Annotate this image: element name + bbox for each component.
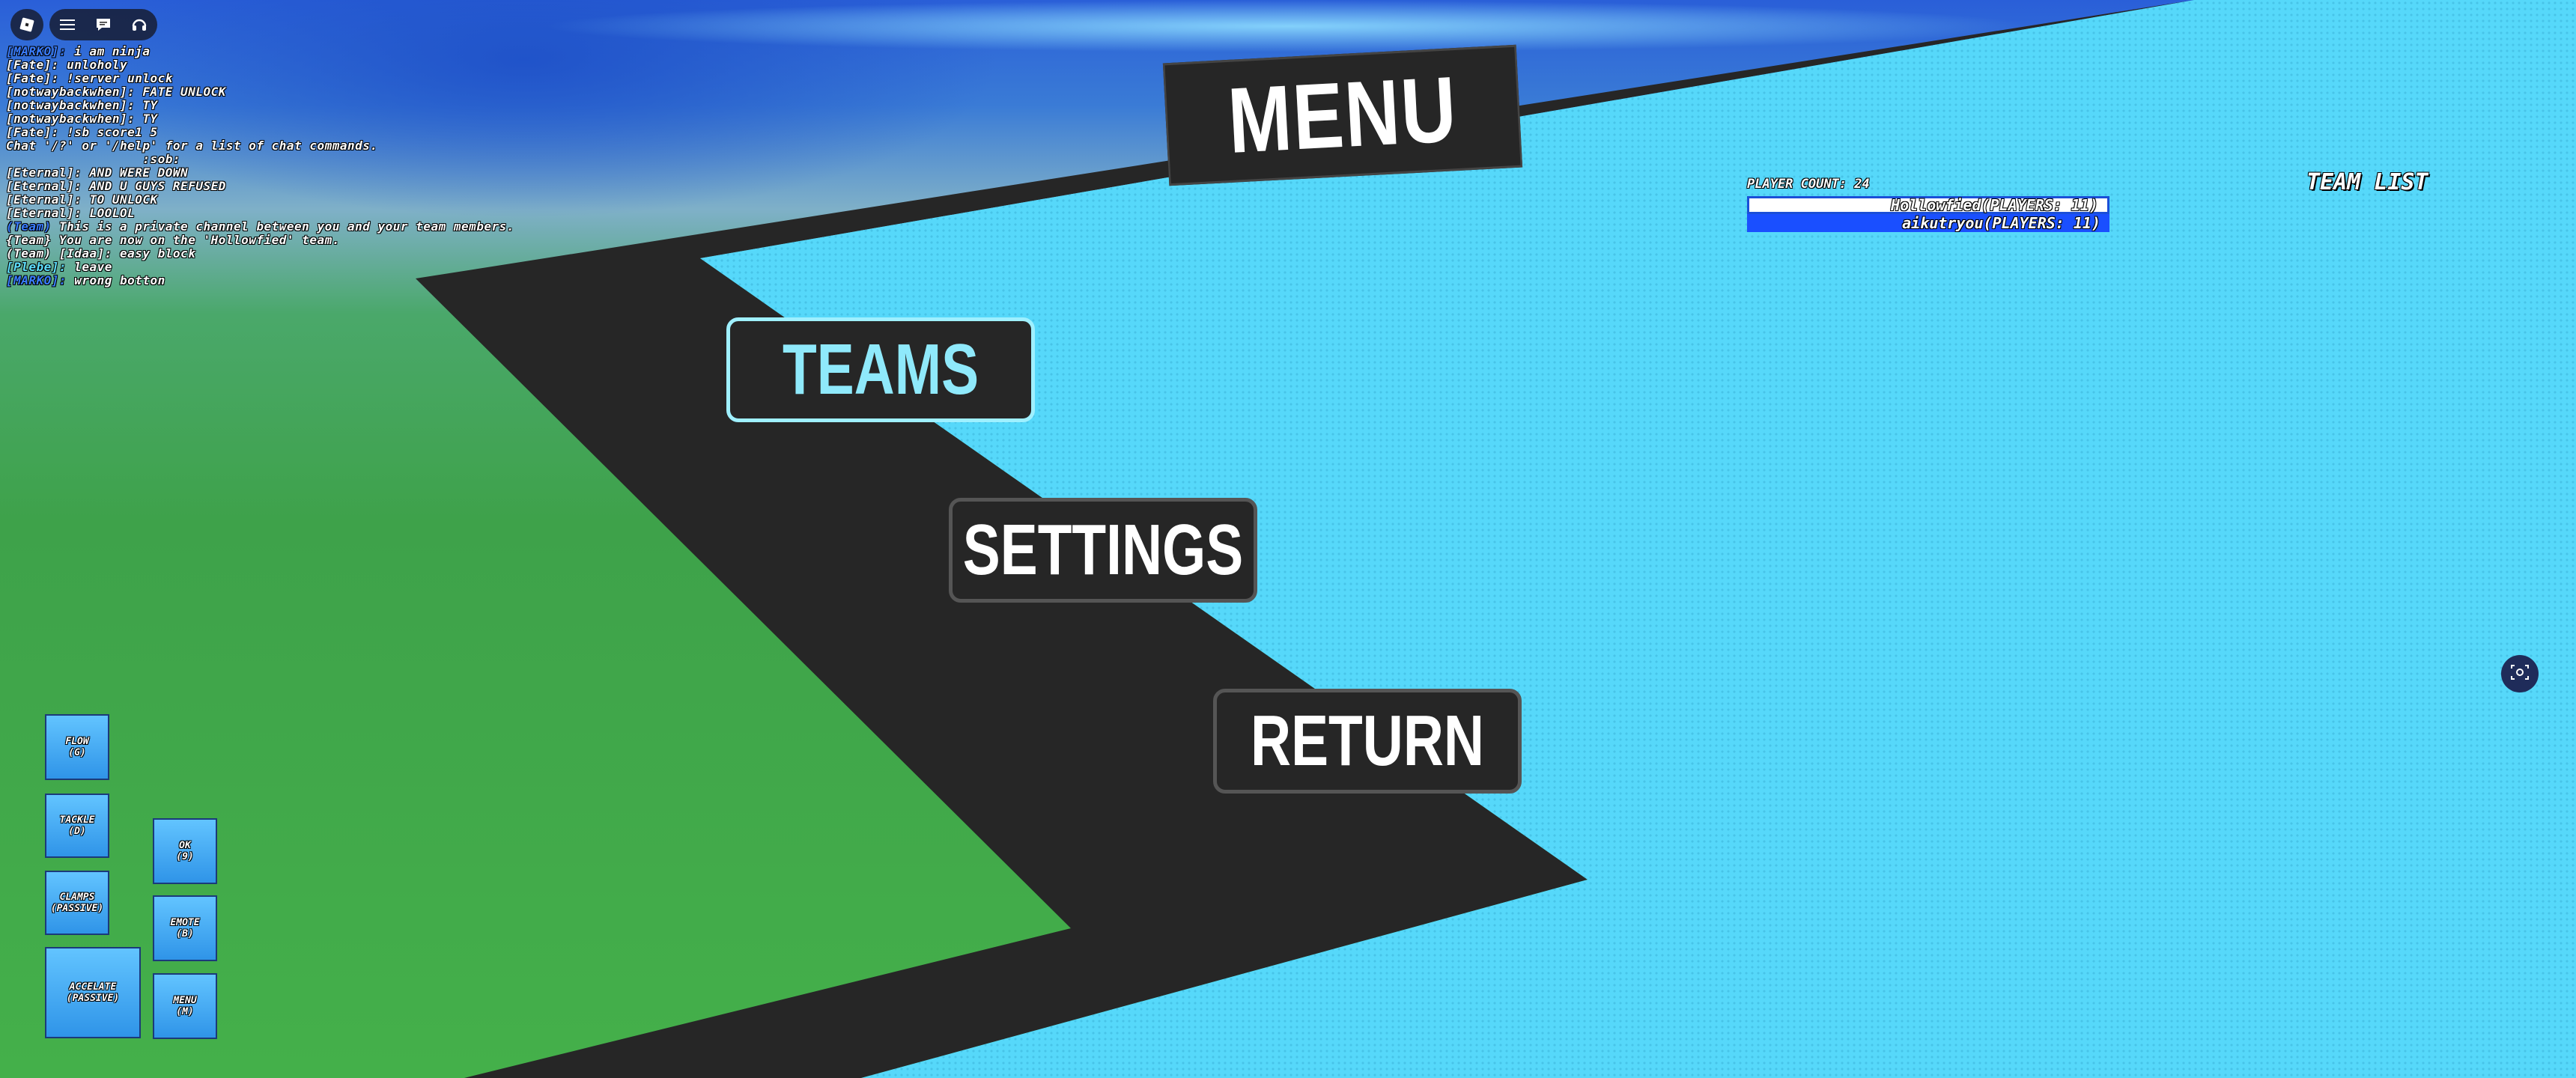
chat-message-text: :sob: [6, 152, 181, 166]
chat-line: (Team) [Idaa]: easy block [6, 247, 680, 261]
chat-sender-name[interactable]: [MARKO]: [6, 44, 67, 58]
chat-message-text: [notwaybackwhen]: TY [6, 98, 158, 112]
chat-line: [Eternal]: TO UNLOCK [6, 193, 680, 207]
chat-message-text: This is a private channel between you an… [51, 219, 514, 234]
chat-sender-name[interactable]: [MARKO]: [6, 273, 67, 287]
screenshot-icon [2510, 664, 2530, 683]
chat-line: [Fate]: !sb score1 5 [6, 126, 680, 139]
settings-button-label: SETTINGS [962, 510, 1244, 590]
chat-message-text: [Eternal]: TO UNLOCK [6, 192, 158, 207]
chat-line: [Eternal]: AND U GUYS REFUSED [6, 180, 680, 193]
ability-clamps-button[interactable]: CLAMPS (PASSIVE) [45, 871, 109, 935]
chat-message-text: i am ninja [67, 44, 151, 58]
chat-line: [Eternal]: AND WERE DOWN [6, 166, 680, 180]
roblox-logo-icon [16, 14, 37, 35]
chat-message-text: leave [67, 260, 112, 274]
chat-message-text: [Eternal]: AND WERE DOWN [6, 165, 189, 180]
ability-tackle-button[interactable]: TACKLE (D) [45, 794, 109, 858]
chat-line: [MARKO]: i am ninja [6, 45, 680, 58]
team-list-title: TEAM LIST [2306, 169, 2428, 195]
chat-message-text: [Fate]: unloholy [6, 58, 128, 72]
topbar-controls [49, 9, 157, 40]
chat-message-text: [Eternal]: AND U GUYS REFUSED [6, 179, 226, 193]
chat-line: [notwaybackwhen]: FATE UNLOCK [6, 85, 680, 99]
chat-line: {Team} You are now on the 'Hollowfied' t… [6, 234, 680, 247]
chat-sender-name[interactable]: [Plebe]: [6, 260, 67, 274]
ok-button[interactable]: OK (9) [153, 818, 217, 884]
teams-button-label: TEAMS [782, 329, 979, 409]
chat-message-text: [Eternal]: LOOLOL [6, 206, 136, 220]
chat-log: [MARKO]: i am ninja[Fate]: unloholy[Fate… [6, 45, 680, 287]
emote-button[interactable]: EMOTE (B) [153, 895, 217, 961]
hamburger-icon[interactable] [57, 14, 78, 35]
chat-line: [Eternal]: LOOLOL [6, 207, 680, 220]
menu-hotkey-button[interactable]: MENU (M) [153, 973, 217, 1039]
settings-button[interactable]: SETTINGS [949, 498, 1257, 603]
team-row-hollowfied[interactable]: Hollowfied(PLAYERS: 11) [1747, 196, 2109, 214]
chat-message-text: [notwaybackwhen]: FATE UNLOCK [6, 85, 226, 99]
chat-line: [MARKO]: wrong botton [6, 274, 680, 287]
chat-message-text: wrong botton [67, 273, 165, 287]
chat-message-text: {Team} You are now on the 'Hollowfied' t… [6, 233, 340, 247]
return-button-label: RETURN [1250, 701, 1484, 781]
roblox-menu-button[interactable] [10, 9, 43, 40]
chat-icon[interactable] [93, 14, 114, 35]
chat-line: [notwaybackwhen]: TY [6, 112, 680, 126]
ability-accelerate-button[interactable]: ACCELATE (PASSIVE) [45, 947, 141, 1038]
chat-line: [notwaybackwhen]: TY [6, 99, 680, 112]
sky-highlight [539, 0, 2037, 52]
chat-message-text: [Fate]: !sb score1 5 [6, 125, 158, 139]
ability-flow-button[interactable]: FLOW (G) [45, 714, 109, 780]
chat-line: Chat '/?' or '/help' for a list of chat … [6, 139, 680, 153]
chat-message-text: [notwaybackwhen]: TY [6, 112, 158, 126]
chat-message-text: Chat '/?' or '/help' for a list of chat … [6, 138, 378, 153]
chat-line: [Plebe]: leave [6, 261, 680, 274]
return-button[interactable]: RETURN [1213, 689, 1522, 794]
chat-line: [Fate]: !server unlock [6, 72, 680, 85]
player-count: PLAYER COUNT: 24 [1747, 177, 1870, 192]
teams-button[interactable]: TEAMS [726, 317, 1035, 422]
chat-sender-name[interactable]: (Team) [6, 219, 52, 234]
chat-line: (Team) This is a private channel between… [6, 220, 680, 234]
chat-line: [Fate]: unloholy [6, 58, 680, 72]
chat-message-text: [Fate]: !server unlock [6, 71, 173, 85]
team-row-aikutryou[interactable]: aikutryou(PLAYERS: 11) [1747, 214, 2109, 232]
chat-line: :sob: [6, 153, 680, 166]
chat-message-text: (Team) [Idaa]: easy block [6, 246, 196, 261]
menu-title: MENU [1162, 44, 1523, 186]
screenshot-button[interactable] [2501, 655, 2539, 692]
headset-icon[interactable] [129, 14, 150, 35]
